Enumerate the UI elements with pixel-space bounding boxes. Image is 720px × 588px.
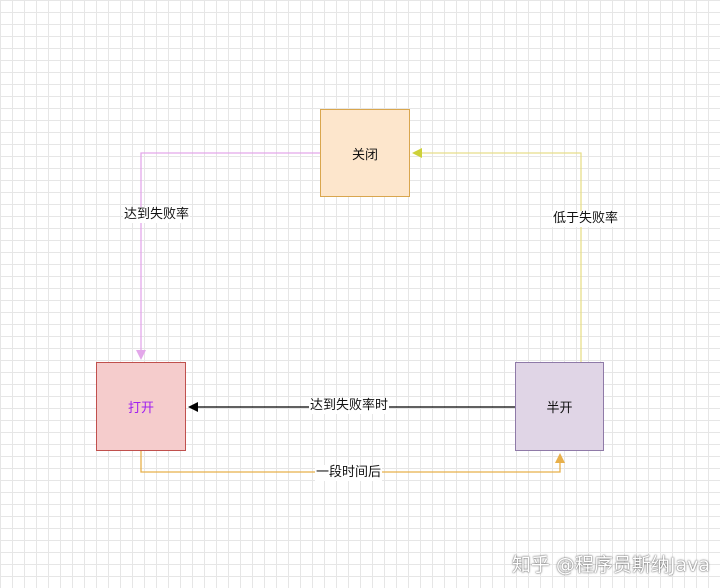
edge-label-half-open-to-open: 达到失败率时 — [309, 398, 390, 414]
state-half-open-node[interactable]: 半开 — [515, 362, 604, 451]
edge-half-open-to-closed — [412, 148, 582, 362]
state-closed-label: 关闭 — [351, 147, 378, 163]
watermark-text: 知乎 @程序员斯纳Java — [511, 554, 710, 576]
edge-label-open-to-half-open: 一段时间后 — [315, 465, 383, 481]
edge-label-half-open-to-closed: 低于失败率 — [552, 211, 620, 227]
edge-closed-to-open — [136, 152, 320, 360]
state-open-label: 打开 — [127, 401, 154, 416]
state-closed-node[interactable]: 关闭 — [320, 109, 410, 197]
edge-label-closed-to-open: 达到失败率 — [123, 207, 191, 223]
state-open-node[interactable]: 打开 — [96, 362, 186, 451]
state-half-open-label: 半开 — [546, 401, 573, 416]
